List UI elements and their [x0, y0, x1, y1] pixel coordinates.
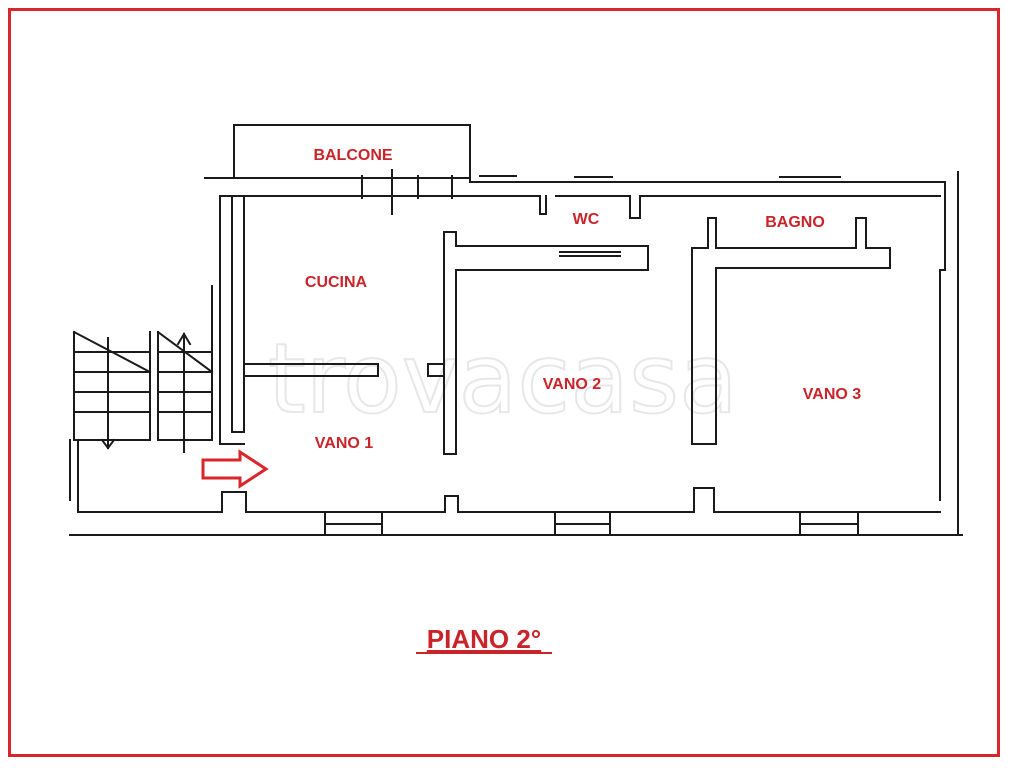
page-frame — [8, 8, 1000, 757]
kitchen-left-wall — [231, 195, 245, 433]
room-label-vano1: VANO 1 — [315, 435, 373, 452]
top-wall-outer — [204, 177, 946, 183]
top-wall-window-marks — [361, 169, 453, 215]
stair-down-arrow — [100, 337, 116, 450]
kitchen-left-wall-outer — [219, 195, 245, 445]
left-wall — [69, 439, 79, 513]
wc-walls — [539, 195, 641, 219]
room-label-wc: WC — [573, 211, 600, 228]
stair-left-diagonal — [72, 330, 152, 374]
balcony-outline — [233, 124, 471, 179]
stair-up-arrow — [176, 332, 192, 453]
right-wall — [939, 181, 946, 501]
room-label-vano2: VANO 2 — [543, 376, 601, 393]
partition-vano2-stub — [427, 363, 445, 377]
entrance-arrow-icon — [201, 449, 269, 489]
room-label-vano3: VANO 3 — [803, 386, 861, 403]
wc-fixture — [559, 251, 621, 257]
partition-kitchen-vano1 — [243, 363, 379, 377]
room-label-cucina: CUCINA — [305, 274, 368, 291]
top-wall-window-lines — [479, 175, 841, 178]
partition-vano2 — [443, 231, 649, 455]
stair-left-steps — [73, 351, 151, 413]
room-label-balcone: BALCONE — [313, 147, 392, 164]
watermark-text: trovacasa — [268, 323, 738, 435]
partition-vano3 — [691, 217, 891, 445]
floor-title: PIANO 2° — [427, 624, 541, 654]
room-label-bagno: BAGNO — [765, 214, 825, 231]
bottom-wall-inner — [77, 487, 941, 513]
stair-left-flight — [73, 331, 151, 441]
